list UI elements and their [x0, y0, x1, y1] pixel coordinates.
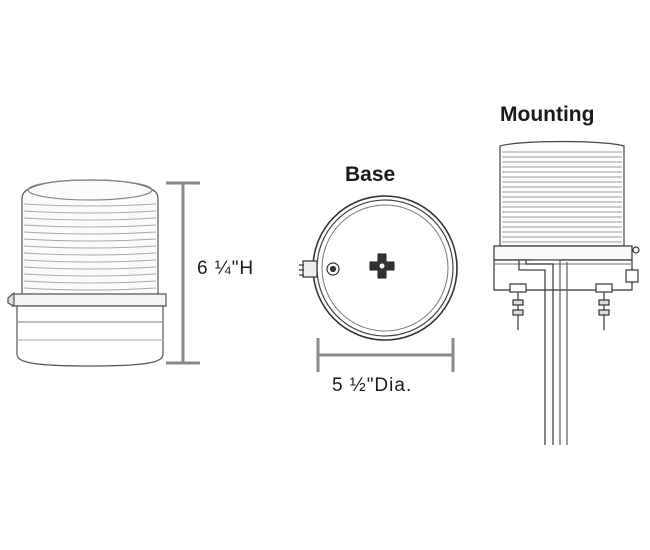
lens-rib	[23, 273, 157, 277]
diameter-label: 5 ½"Dia.	[332, 375, 413, 396]
base-mounting-lug	[299, 260, 340, 278]
lens-rib	[23, 287, 157, 291]
height-dimension-line	[166, 181, 200, 365]
height-label: 6 ¼"H	[197, 258, 255, 279]
mounting-lens	[499, 140, 625, 247]
beacon-collar	[7, 291, 167, 367]
lens-rib	[23, 280, 157, 284]
lens-rib	[23, 259, 157, 263]
lens-rib	[23, 245, 157, 249]
diameter-dimension-line	[316, 338, 455, 372]
lens-rib	[23, 266, 157, 270]
lens-rib	[23, 252, 157, 256]
lens-rib	[23, 203, 157, 207]
lens-rib	[23, 238, 157, 242]
lens-rib	[23, 231, 157, 235]
mounting-bolt-left	[509, 283, 527, 330]
mounting-base-band	[493, 245, 640, 291]
mounting-cable	[518, 259, 568, 445]
mounting-title: Mounting	[500, 103, 595, 126]
lens-rib	[23, 210, 157, 214]
base-title: Base	[345, 163, 396, 186]
lens-rib	[23, 224, 157, 228]
mounting-diagram-icon	[493, 140, 640, 445]
beacon-side-view	[7, 179, 167, 367]
beacon-lens-icon	[21, 179, 159, 297]
mounting-bolt-right	[595, 283, 613, 330]
beacon-base-icon	[299, 195, 458, 341]
lens-rib	[23, 217, 157, 221]
